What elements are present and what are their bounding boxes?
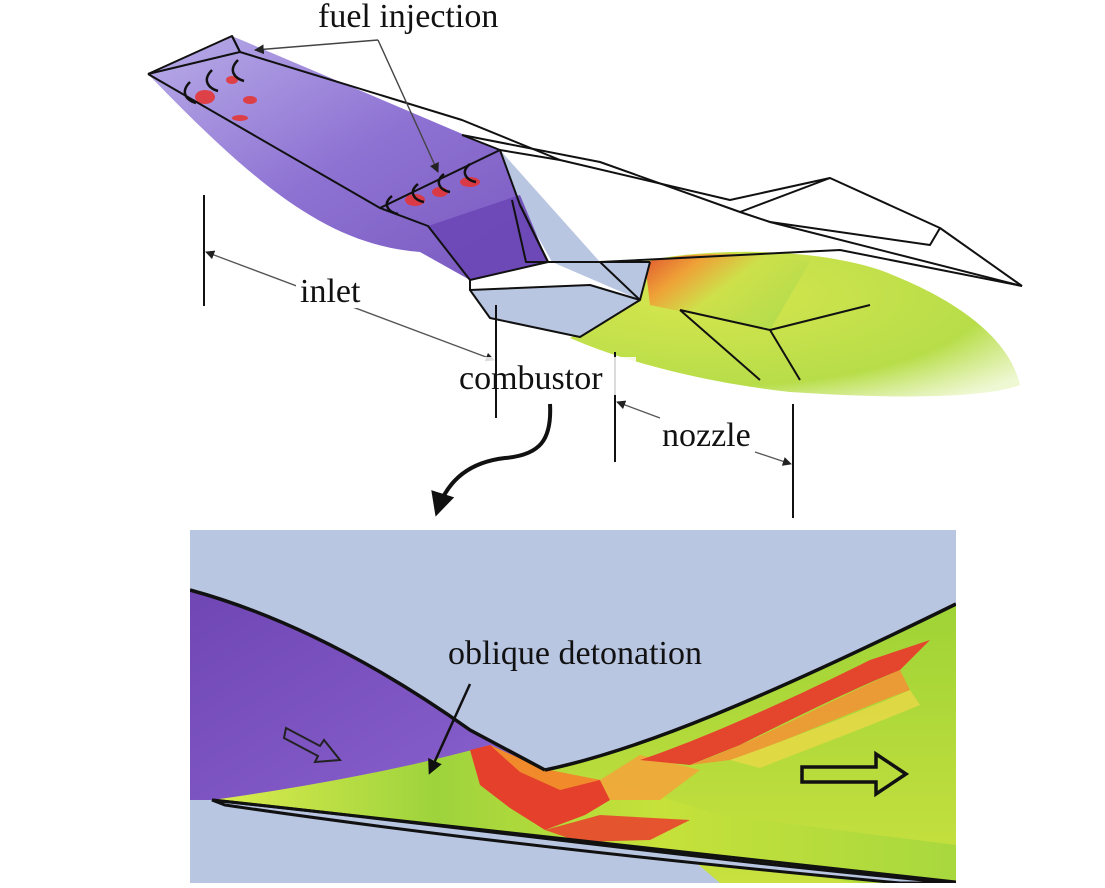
nozzle-dimension-arrow-right — [754, 451, 792, 466]
upper-shock-line-right — [544, 602, 956, 772]
flame-band-yellow — [730, 690, 920, 768]
fuel-spray-patches — [195, 76, 480, 206]
upper-shock-line-left — [190, 588, 546, 772]
vehicle-outline — [147, 35, 1023, 381]
detonation-wake-orange — [600, 755, 700, 800]
vehicle-illustration — [147, 35, 1023, 397]
detonation-front-orange — [490, 745, 600, 790]
nozzle-annotation: nozzle — [616, 400, 794, 518]
outgoing-flow-arrow — [800, 750, 910, 798]
label-inlet: inlet — [300, 273, 361, 310]
combustor-underside — [470, 285, 640, 337]
oblique-detonation-pointer — [428, 683, 472, 775]
nozzle-dimension-arrow-left — [616, 400, 661, 419]
detonation-closeup: oblique detonation — [190, 530, 956, 883]
label-nozzle: nozzle — [662, 417, 751, 454]
incoming-flow-arrow — [282, 726, 342, 764]
combustor-label-backdrop — [456, 357, 636, 395]
detonation-front-red — [470, 745, 610, 830]
zoom-arrow — [431, 403, 553, 517]
inlet-annotation: inlet — [203, 195, 497, 418]
combustor-annotation: combustor — [456, 352, 636, 462]
flame-band-upper — [640, 640, 930, 765]
fuel-injection-leader-right — [377, 39, 439, 173]
flame-band-orange — [690, 670, 910, 765]
inlet-label-backdrop — [296, 268, 374, 308]
incoming-flow-region — [190, 590, 545, 800]
detonation-wake-red — [545, 815, 690, 842]
label-oblique-detonation: oblique detonation — [448, 635, 702, 672]
fuel-injection-leader-left — [254, 39, 379, 55]
fuel-injection-annotation: fuel injection — [254, 0, 498, 173]
label-fuel-injection: fuel injection — [318, 0, 498, 35]
wedge-leading-edge — [211, 798, 956, 883]
label-combustor: combustor — [459, 360, 603, 397]
